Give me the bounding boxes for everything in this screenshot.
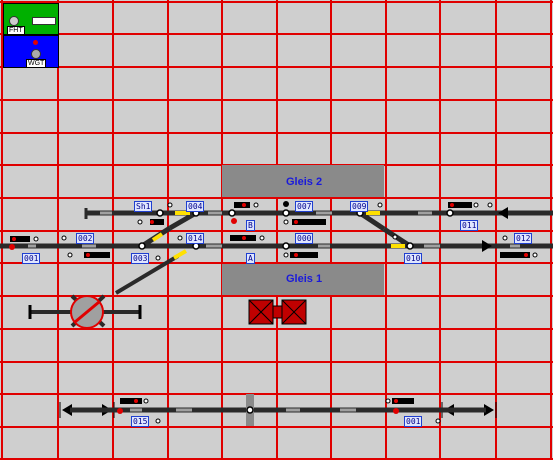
fht-panel[interactable]: FHT [3, 3, 59, 35]
platform-gleis-2[interactable] [222, 165, 384, 197]
switch-blades [151, 211, 405, 260]
platform-gleis-1[interactable] [222, 264, 384, 295]
siding-diagonal[interactable] [114, 254, 180, 295]
fht-label: FHT [7, 26, 25, 35]
label-block-015[interactable]: 015 [131, 416, 150, 427]
wgt-label: WGT [26, 59, 47, 68]
label-block-007[interactable]: 007 [295, 201, 314, 212]
label-block-009[interactable]: 009 [350, 201, 369, 212]
label-block-012[interactable]: 012 [514, 233, 533, 244]
label-block-011[interactable]: 011 [460, 220, 479, 231]
signals-main[interactable] [9, 234, 538, 261]
label-block-001-bottom[interactable]: 001 [404, 416, 423, 427]
label-block-010[interactable]: 010 [404, 253, 423, 264]
label-block-004[interactable]: 004 [186, 201, 205, 212]
platform-gleis-2-label: Gleis 2 [286, 176, 323, 188]
wgt-panel[interactable]: WGT [3, 35, 59, 68]
platform-gleis-1-label: Gleis 1 [286, 273, 323, 285]
label-block-000[interactable]: 000 [295, 233, 314, 244]
label-block-002[interactable]: 002 [76, 233, 95, 244]
track-bottom[interactable] [70, 394, 486, 426]
fht-level-icon [32, 17, 56, 25]
signals-upper[interactable] [137, 201, 493, 225]
blocked-section[interactable] [248, 299, 307, 325]
label-block-A[interactable]: A [246, 253, 255, 264]
crossover-right[interactable] [358, 210, 412, 249]
switch-points[interactable] [138, 209, 454, 414]
label-sh1[interactable]: Sh1 [134, 201, 153, 212]
wgt-indicator-grey-icon [31, 49, 41, 59]
label-block-001-main[interactable]: 001 [22, 253, 41, 264]
label-block-B[interactable]: B [246, 220, 255, 231]
track-section-marks [28, 211, 520, 248]
label-block-014[interactable]: 014 [186, 233, 205, 244]
turntable[interactable] [28, 294, 142, 329]
wgt-indicator-red-icon [33, 40, 38, 45]
label-block-003[interactable]: 003 [131, 253, 150, 264]
fht-indicator-icon [9, 16, 19, 26]
